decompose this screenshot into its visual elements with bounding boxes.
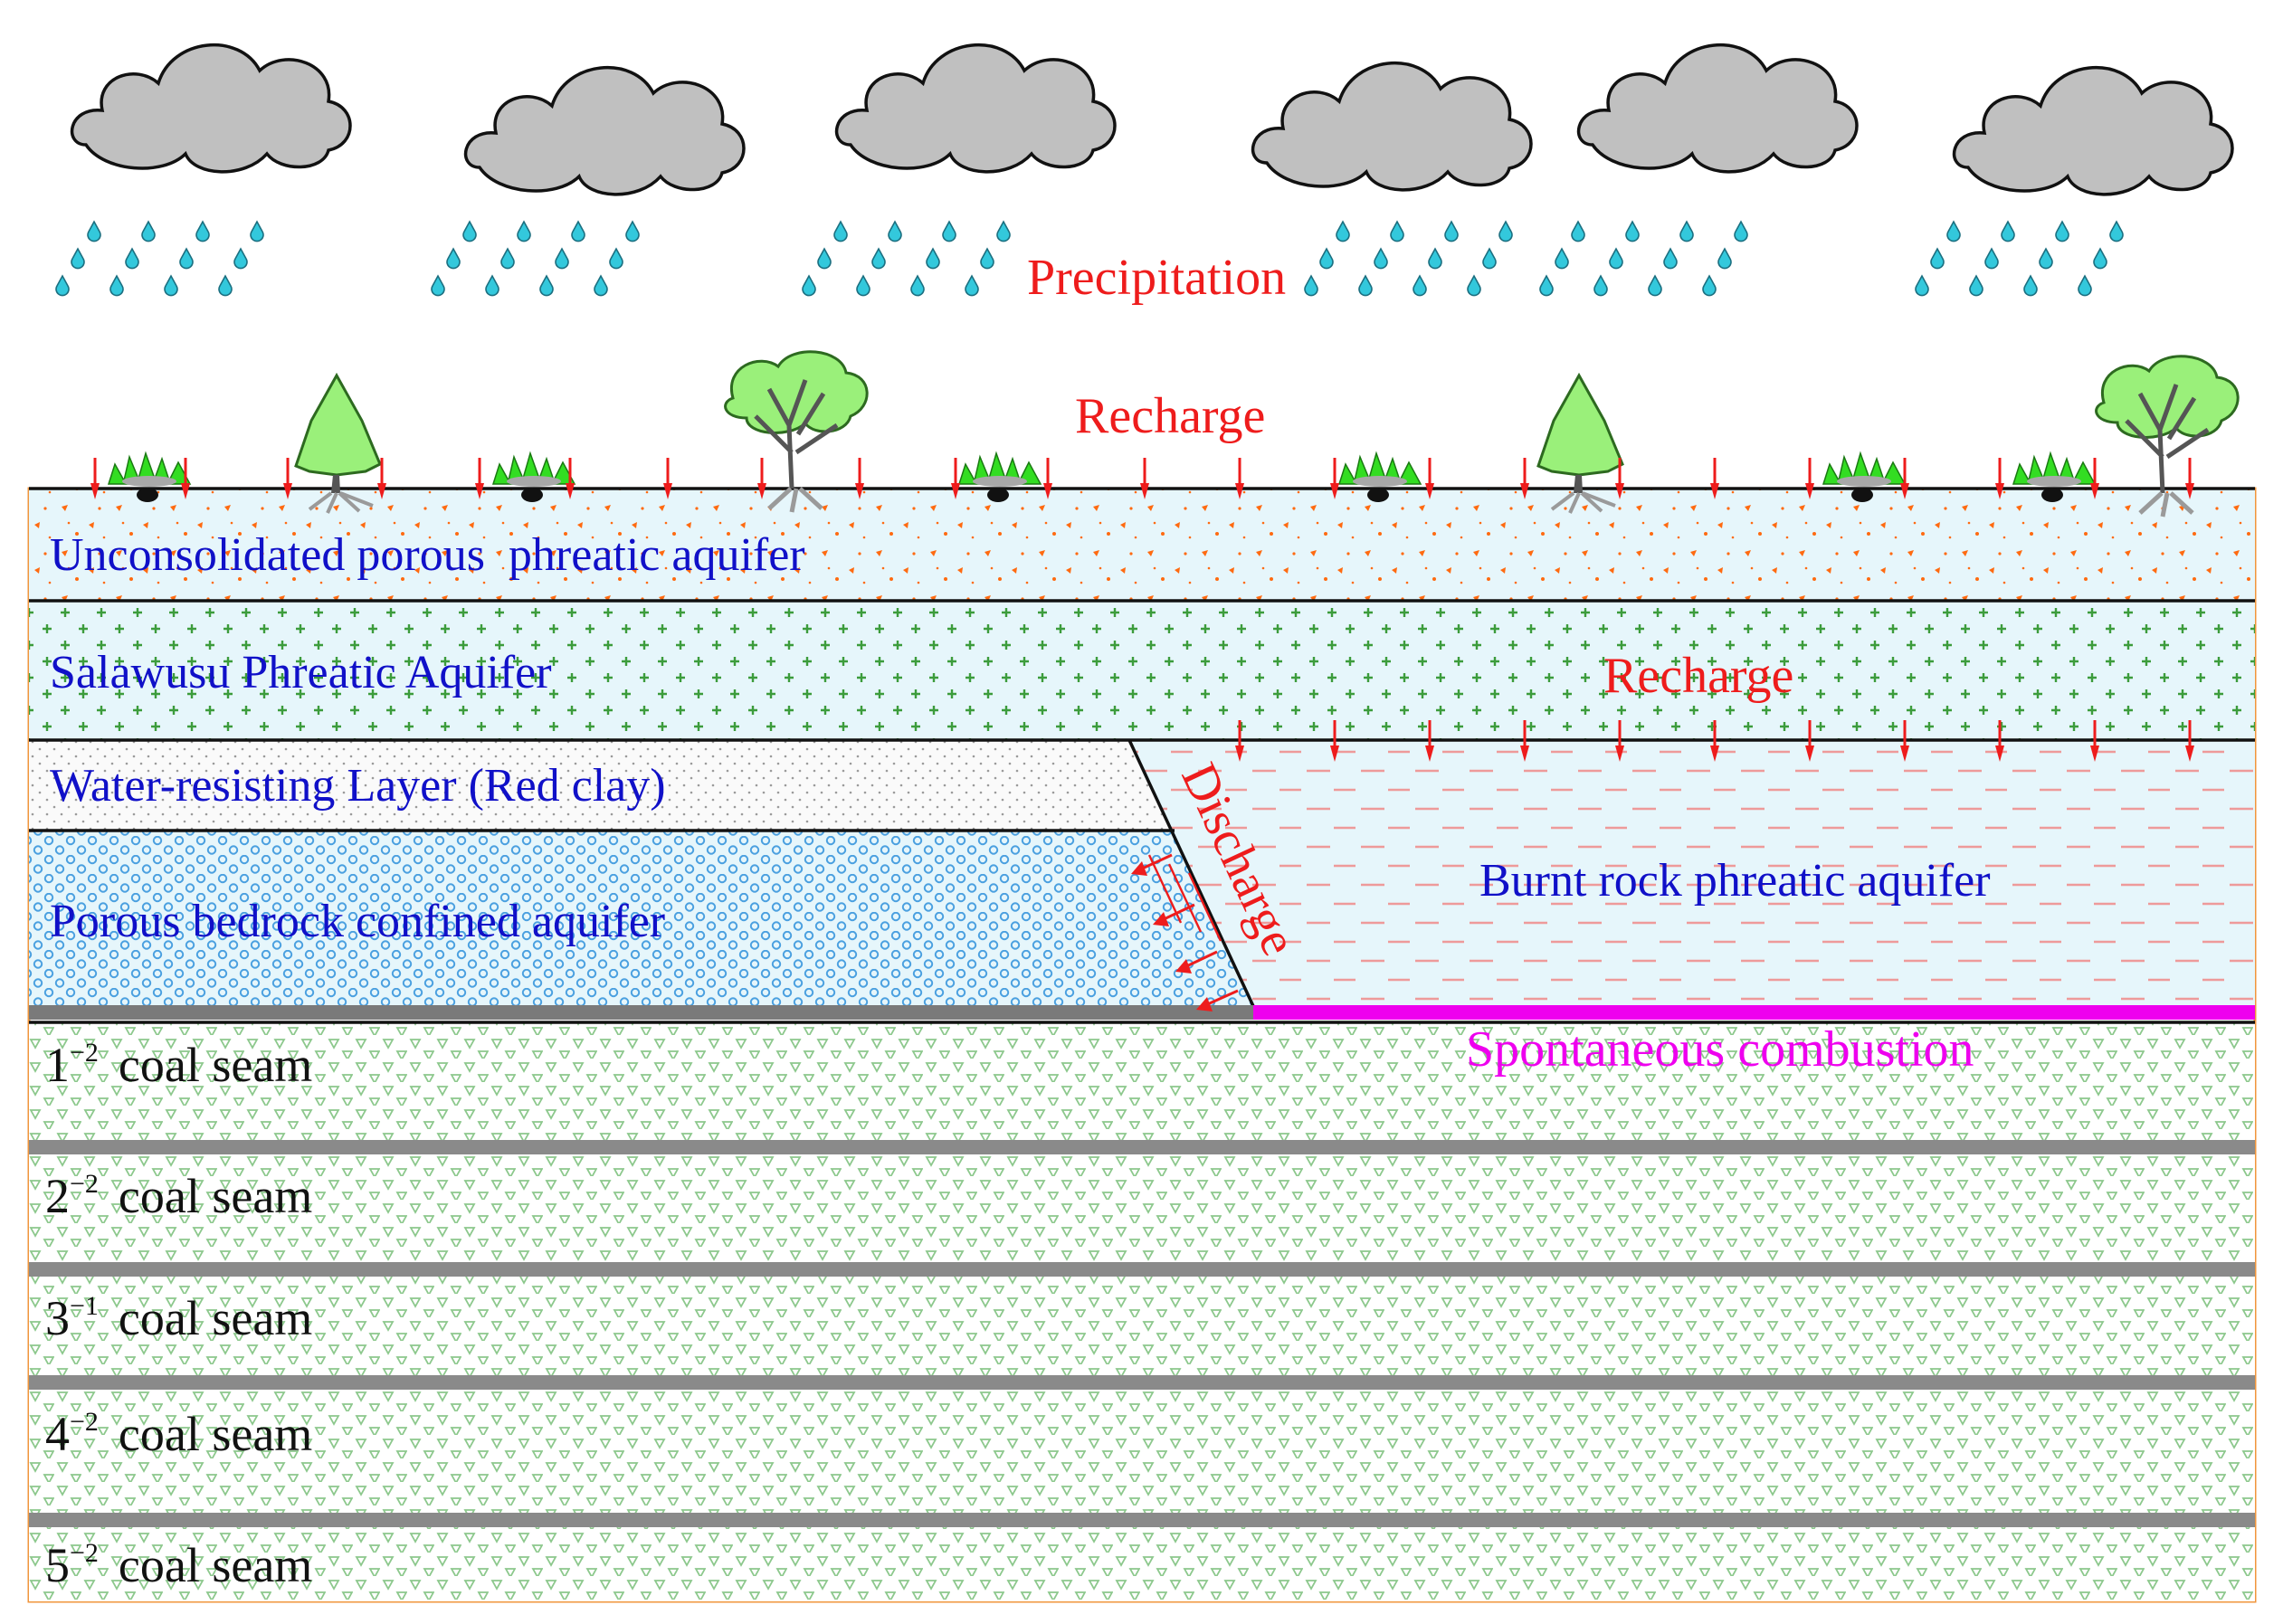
discharge-arrows: [1131, 853, 1239, 1011]
layer-porous-bedrock: [29, 831, 1253, 1006]
cloud-icon: [463, 65, 746, 196]
unconsolidated-aquifer-label: Unconsolidated porous phreatic aquifer: [50, 529, 805, 581]
cloud-icon: [70, 43, 352, 174]
recharge-label: Recharge: [1075, 388, 1265, 444]
raindrop-icon: [432, 222, 639, 296]
recharge-burnt-label: Recharge: [1603, 648, 1793, 704]
raindrop-icon: [1916, 222, 2123, 296]
salawusu-aquifer-label: Salawusu Phreatic Aquifer: [50, 647, 552, 698]
layer-boundaries: [29, 487, 2255, 1024]
raindrop-icon: [1305, 222, 1512, 296]
raindrop-icon: [56, 222, 263, 296]
layer-unconsolidated: [29, 489, 2255, 601]
spontaneous-combustion-band: [1253, 1005, 2255, 1020]
raindrop-icon: [1540, 222, 1747, 296]
water-resisting-layer-label: Water-resisting Layer (Red clay): [50, 760, 666, 812]
burnt-rock-aquifer-label: Burnt rock phreatic aquifer: [1479, 855, 1991, 907]
cloud-icon: [1952, 65, 2234, 196]
precipitation-label: Precipitation: [1027, 250, 1286, 306]
spontaneous-combustion-label: Spontaneous combustion: [1466, 1021, 1974, 1078]
cloud-icon: [834, 43, 1117, 174]
layer-burnt-rock: [1129, 740, 2255, 1006]
clouds: [70, 43, 2234, 196]
layer-water-resisting: [29, 740, 1175, 831]
layer-salawusu: [29, 601, 2255, 740]
cloud-icon: [1251, 61, 1533, 192]
coal-seam-bands: [29, 1005, 2255, 1527]
porous-bedrock-aquifer-label: Porous bedrock confined aquifer: [50, 896, 665, 947]
discharge-ticks: [1147, 854, 1222, 942]
layer-coal-strata: [29, 1022, 2255, 1601]
cloud-icon: [1576, 43, 1859, 174]
raindrop-icon: [803, 222, 1010, 296]
